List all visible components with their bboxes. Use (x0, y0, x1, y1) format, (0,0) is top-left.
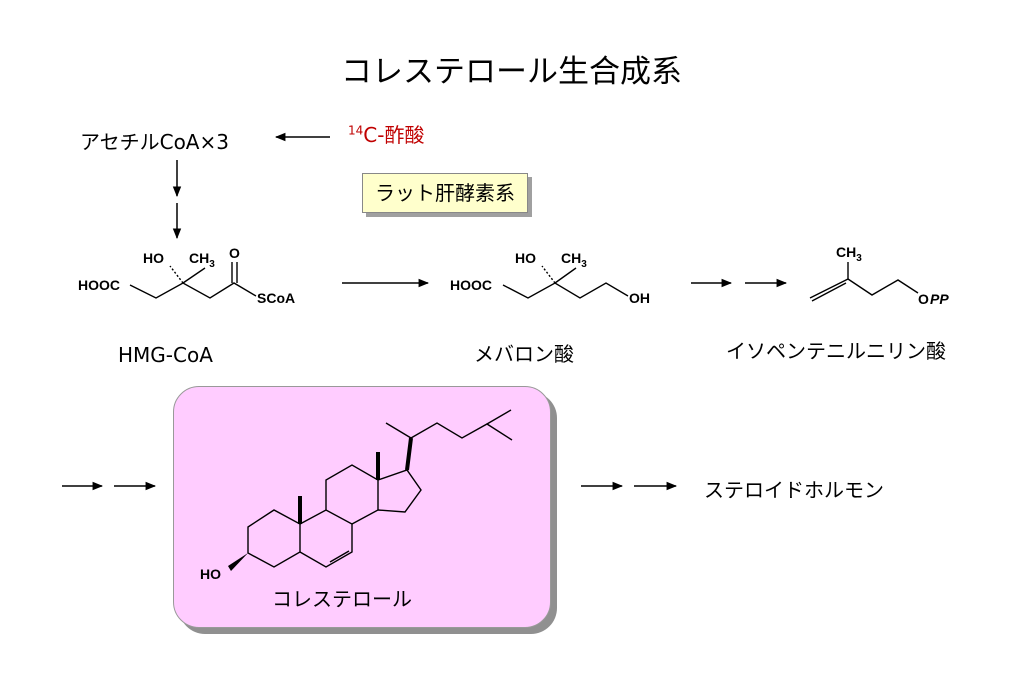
mevalonate-label: メバロン酸 (474, 342, 574, 366)
hmg-scoa: SCoA (257, 290, 295, 306)
meva-hooc: HOOC (450, 277, 492, 293)
mevalonate-structure: HOOC HO CH3 OH (450, 250, 650, 306)
enzyme-system-box: ラット肝酵素系 (362, 173, 528, 213)
cholesterol-label: コレステロール (272, 587, 412, 611)
ipp-ch3: CH3 (836, 244, 862, 264)
steroid-hormones-label: ステロイドホルモン (704, 478, 884, 502)
hmg-o: O (229, 245, 240, 261)
acetyl-coa-label: アセチルCoA×3 (80, 130, 229, 154)
acetate-text: C-酢酸 (363, 123, 425, 147)
cholesterol-structure: HO (200, 409, 513, 582)
meva-oh: OH (629, 290, 650, 306)
hmg-ch3: CH3 (189, 250, 215, 270)
ipp-label: イソペンテニルニリン酸 (726, 339, 946, 363)
hmg-coa-label: HMG-CoA (118, 343, 213, 367)
isotope-superscript: 14 (348, 123, 364, 138)
hmg-hooc: HOOC (78, 277, 120, 293)
cholesterol-box (173, 386, 551, 628)
cholesterol-ho: HO (200, 566, 221, 582)
hmg-coa-structure: HOOC HO CH3 O SCoA (78, 245, 295, 306)
meva-ch3: CH3 (561, 250, 587, 270)
ipp-pp: PP (930, 291, 949, 307)
ipp-o: O (918, 291, 929, 307)
page-title: コレステロール生合成系 (341, 54, 682, 90)
meva-ho: HO (515, 250, 536, 266)
ipp-structure: CH3 O PP (809, 244, 949, 307)
acetate-label: 14C-酢酸 (348, 119, 424, 148)
hmg-ho: HO (143, 250, 164, 266)
